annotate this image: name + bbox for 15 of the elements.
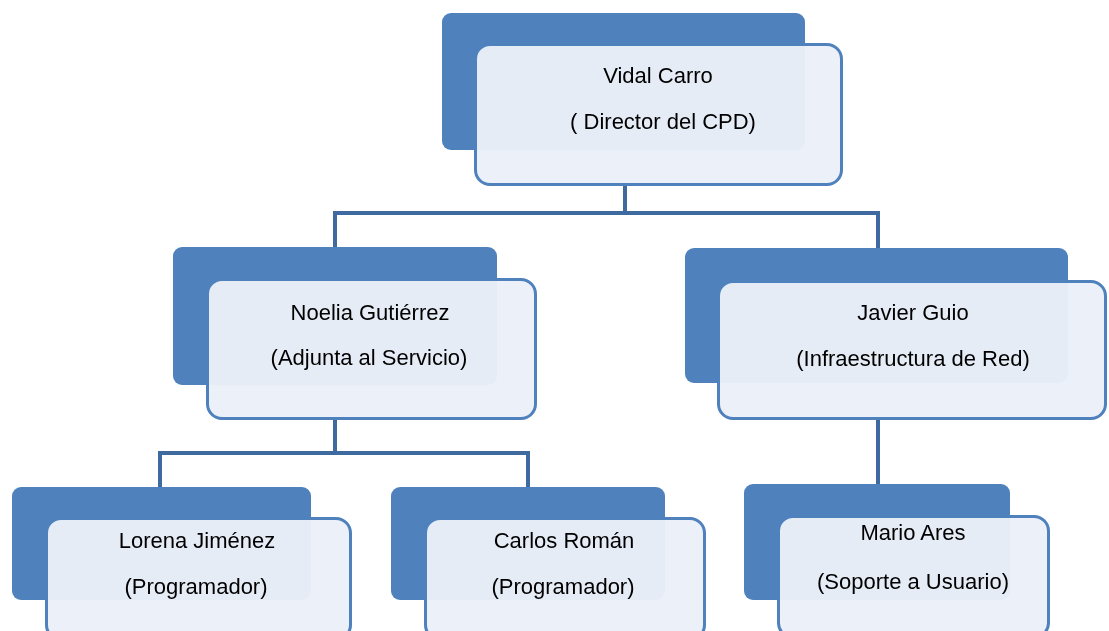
person-name: Lorena Jiménez [118, 528, 276, 554]
connector-line [333, 420, 530, 487]
person-name: Vidal Carro [603, 63, 713, 89]
person-name: Carlos Román [493, 528, 635, 554]
person-name: Mario Ares [860, 520, 966, 546]
job-title: (Infraestructura de Red) [796, 346, 1030, 372]
job-title: (Soporte a Usuario) [817, 569, 1009, 595]
person-name: Noelia Gutiérrez [290, 300, 450, 326]
connector-line [876, 418, 880, 484]
job-title: (Programador) [124, 574, 268, 600]
job-title: ( Director del CPD) [570, 109, 756, 135]
connector-line [623, 186, 880, 248]
person-name: Javier Guio [857, 300, 969, 326]
job-title: (Adjunta al Servicio) [270, 345, 468, 371]
job-title: (Programador) [491, 574, 635, 600]
